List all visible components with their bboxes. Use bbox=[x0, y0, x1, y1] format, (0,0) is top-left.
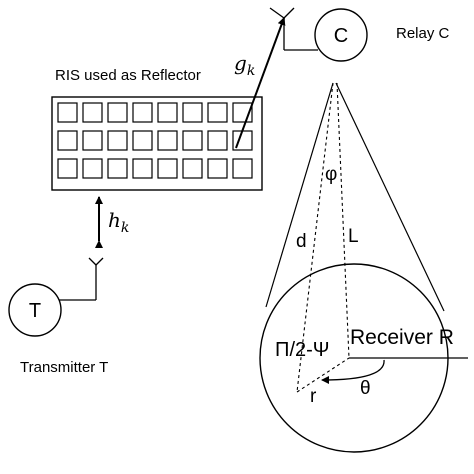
ris-element bbox=[57, 158, 78, 179]
height-L-label: L bbox=[348, 226, 359, 247]
transmitter-antenna-icon bbox=[58, 257, 104, 301]
ris-element bbox=[232, 158, 253, 179]
ris-element bbox=[57, 102, 78, 123]
theta-arc bbox=[321, 359, 385, 384]
distance-d-line bbox=[296, 82, 334, 393]
ris-element bbox=[182, 158, 203, 179]
cone-left-edge bbox=[265, 82, 334, 308]
angle-pi-psi-label: Π/2-Ψ bbox=[275, 339, 330, 361]
height-L-line bbox=[336, 82, 350, 359]
transmitter-node bbox=[8, 283, 62, 337]
ris-element bbox=[157, 130, 178, 151]
radius-r-label: r bbox=[310, 386, 317, 407]
cone-right-edge bbox=[335, 82, 445, 312]
ris-element bbox=[182, 102, 203, 123]
angle-theta-label: θ bbox=[360, 378, 371, 399]
ris-title: RIS used as Reflector bbox=[55, 67, 201, 84]
ris-element bbox=[82, 130, 103, 151]
ris-element bbox=[107, 158, 128, 179]
receiver-radius-line bbox=[296, 357, 350, 393]
ris-element bbox=[132, 158, 153, 179]
relay-node-label: C bbox=[334, 25, 348, 47]
ris-element bbox=[82, 158, 103, 179]
ris-element bbox=[132, 130, 153, 151]
reflection-link-g bbox=[235, 17, 286, 149]
ris-element bbox=[107, 102, 128, 123]
relay-node bbox=[314, 8, 368, 62]
transmitter-node-label: T bbox=[29, 300, 41, 322]
ris-element bbox=[207, 102, 228, 123]
ris-element bbox=[182, 130, 203, 151]
ris-element bbox=[107, 130, 128, 151]
relay-antenna-icon bbox=[269, 7, 318, 51]
transmitter-caption: Transmitter T bbox=[20, 359, 108, 376]
channel-h-label: hk bbox=[108, 208, 129, 236]
ris-element bbox=[207, 130, 228, 151]
ris-element bbox=[157, 102, 178, 123]
distance-d-label: d bbox=[296, 231, 307, 252]
relay-caption: Relay C bbox=[396, 25, 450, 42]
receiver-label: Receiver R bbox=[350, 326, 454, 349]
ris-element bbox=[132, 102, 153, 123]
ris-element bbox=[207, 158, 228, 179]
channel-g-label: gk bbox=[234, 51, 255, 79]
ris-element bbox=[57, 130, 78, 151]
ris-element bbox=[157, 158, 178, 179]
ris-element-grid bbox=[57, 102, 253, 179]
angle-phi-label: φ bbox=[325, 164, 337, 185]
ris-element bbox=[82, 102, 103, 123]
